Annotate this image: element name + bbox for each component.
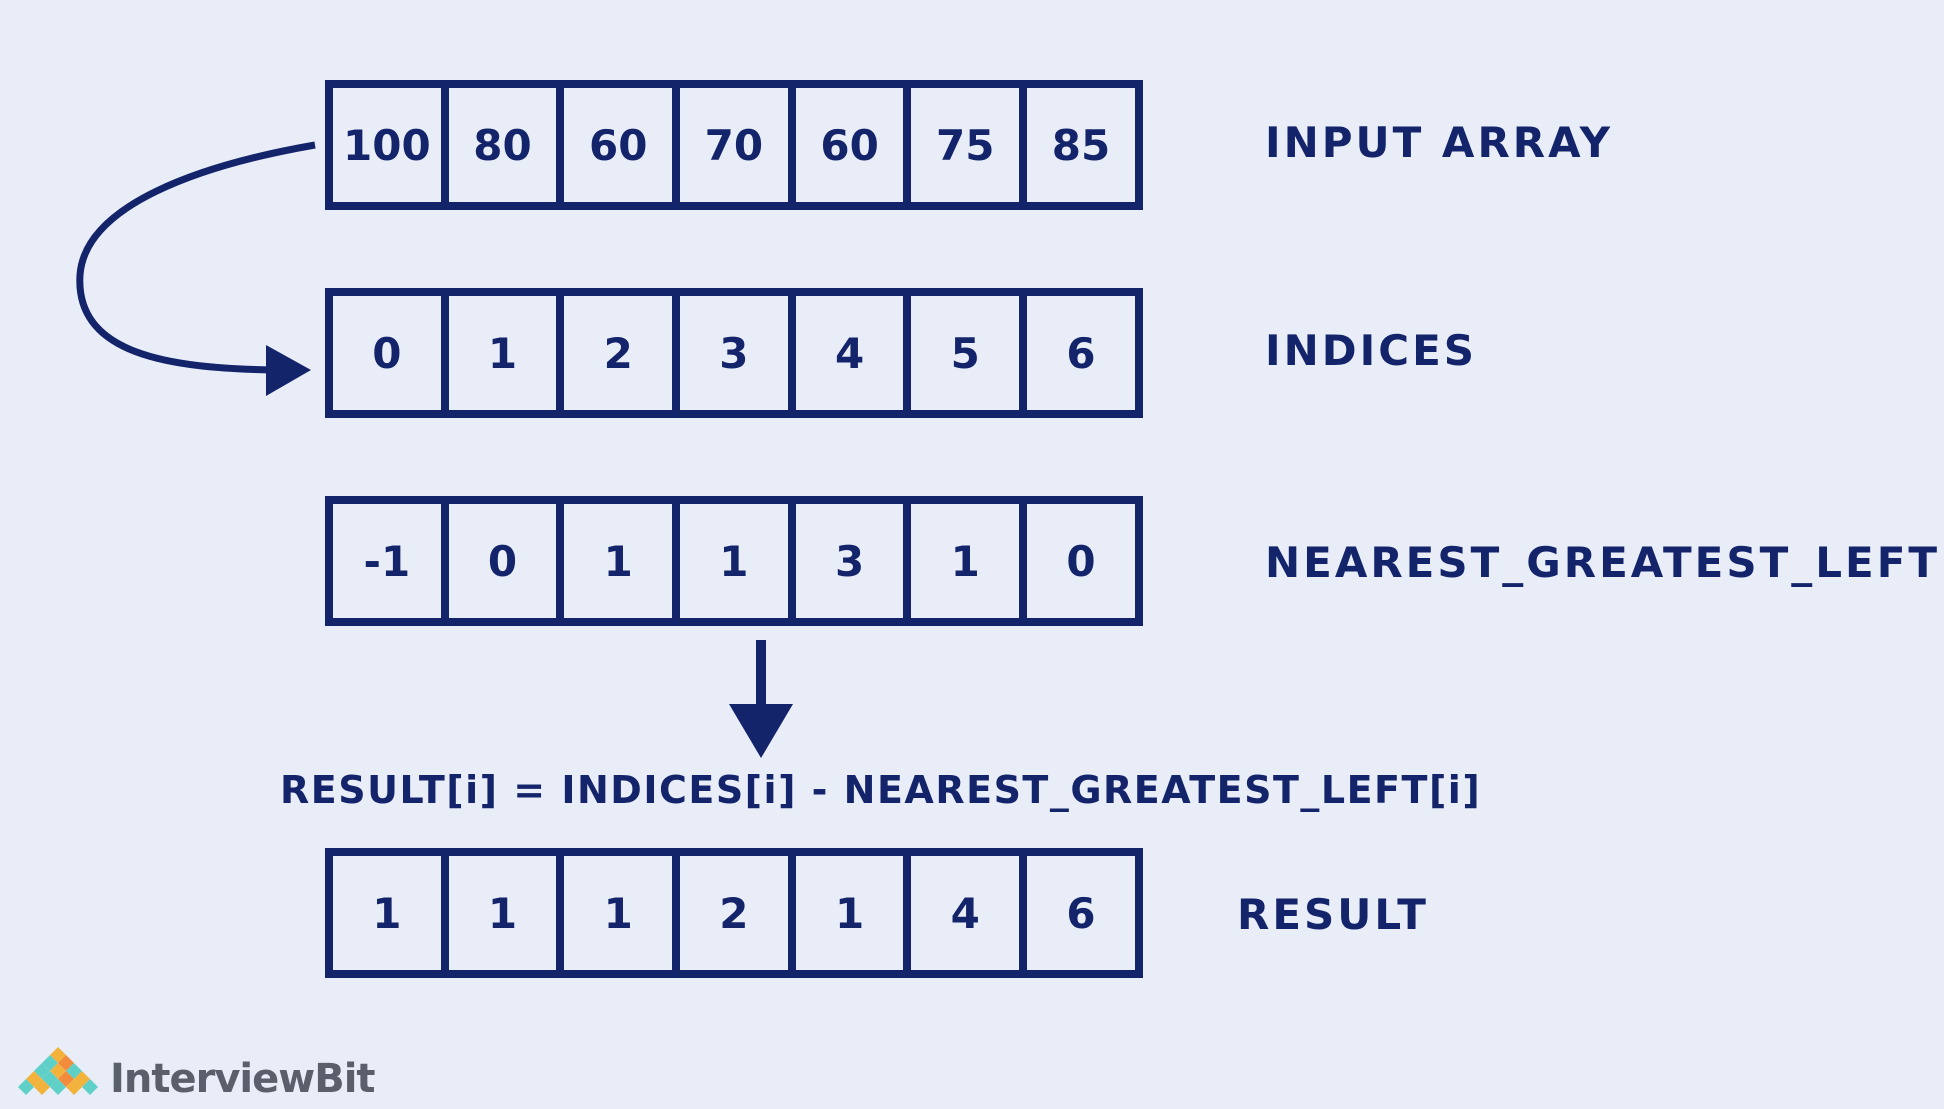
curved-arrow-head bbox=[266, 345, 311, 396]
indices-row: 0 1 2 3 4 5 6 bbox=[325, 288, 1191, 418]
nearest-greatest-left-row: -1 0 1 1 3 1 0 bbox=[325, 496, 1191, 626]
brand-name: InterviewBit bbox=[110, 1056, 376, 1102]
input-array-cell-6: 85 bbox=[1019, 80, 1143, 210]
result-label: RESULT bbox=[1237, 890, 1429, 939]
indices-label: INDICES bbox=[1265, 326, 1478, 375]
result-row: 1 1 1 2 1 4 6 bbox=[325, 848, 1191, 978]
curved-arrow-shaft bbox=[76, 141, 316, 374]
down-arrow-head bbox=[729, 704, 793, 758]
result-cell-6: 6 bbox=[1019, 848, 1143, 978]
nearest-greatest-left-label: NEAREST_GREATEST_LEFT bbox=[1265, 538, 1941, 587]
input-array-row: 100 80 60 70 60 75 85 bbox=[325, 80, 1191, 210]
input-array-cell-5: 75 bbox=[903, 80, 1028, 210]
indices-cell-6: 6 bbox=[1019, 288, 1143, 418]
ngl-cell-6: 0 bbox=[1019, 496, 1143, 626]
input-array-label: INPUT ARRAY bbox=[1265, 118, 1614, 167]
diamond-grid-logo-icon bbox=[18, 1047, 98, 1095]
result-formula: RESULT[i] = INDICES[i] - NEAREST_GREATES… bbox=[280, 768, 1482, 812]
